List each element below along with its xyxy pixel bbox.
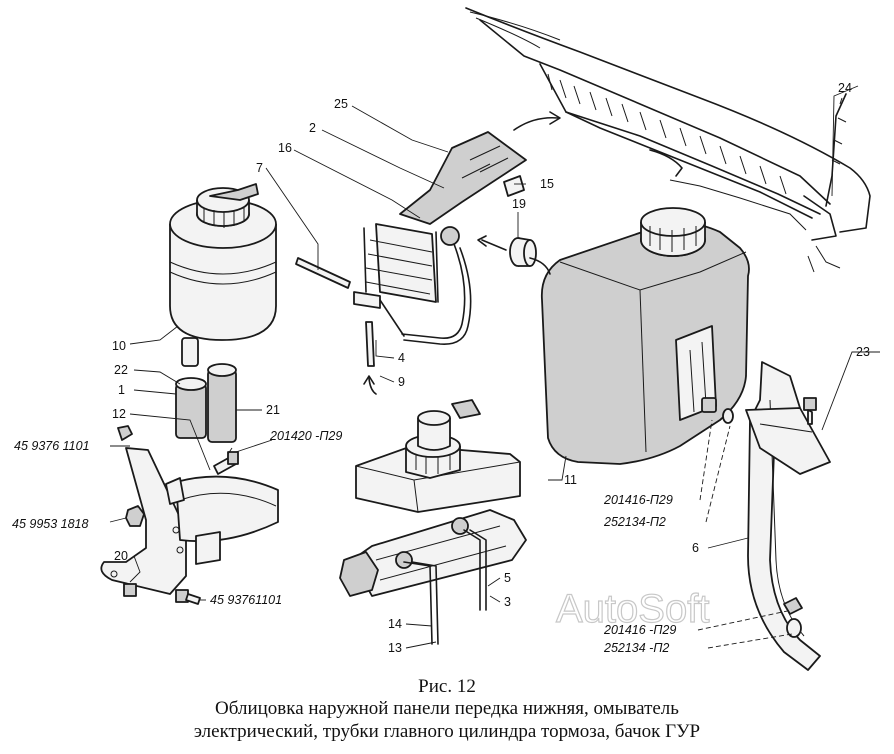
code-45-9953-1818: 45 9953 1818 — [12, 517, 89, 531]
code-252134-p2-lower: 252134 -П2 — [603, 641, 669, 655]
callout-24: 24 — [838, 81, 852, 95]
callout-12: 12 — [112, 407, 126, 421]
callout-11: 11 — [564, 473, 577, 487]
callout-13: 13 — [388, 641, 402, 655]
callout-3: 3 — [504, 595, 511, 609]
callout-21: 21 — [266, 403, 280, 417]
callout-4: 4 — [398, 351, 405, 365]
leader-lines — [109, 85, 880, 649]
part-code-labels: 45 9376 1101 45 9953 1818 45 93761101 20… — [12, 429, 676, 655]
callout-19: 19 — [512, 197, 526, 211]
code-45-9376-1101-top: 45 9376 1101 — [14, 439, 90, 453]
power-steering-reservoir — [169, 183, 277, 367]
callout-7: 7 — [256, 161, 263, 175]
callout-1: 1 — [118, 383, 125, 397]
callout-labels: 25 2 16 7 15 19 24 4 9 10 22 1 21 12 20 … — [112, 81, 870, 655]
code-252134-p2-upper: 252134-П2 — [603, 515, 666, 529]
code-201416-p29-lower: 201416 -П29 — [603, 623, 676, 637]
callout-15: 15 — [540, 177, 554, 191]
callout-16: 16 — [278, 141, 292, 155]
tube-9 — [363, 321, 377, 395]
grille-bellows — [353, 131, 527, 345]
screw-top — [117, 425, 133, 441]
figure-label: Рис. 12 — [418, 676, 476, 697]
autosoft-watermark: AutoSoft — [556, 587, 709, 631]
callout-22: 22 — [114, 363, 128, 377]
code-201420-p29: 201420 -П29 — [269, 429, 342, 443]
bolt-bottom — [175, 589, 201, 605]
arrowhead-icon — [549, 111, 561, 125]
callout-20: 20 — [114, 549, 128, 563]
bolt-middle — [213, 451, 239, 475]
hose-21 — [207, 363, 237, 443]
nut-left — [125, 505, 145, 527]
callout-23: 23 — [856, 345, 870, 359]
brake-master-cylinder — [339, 399, 527, 645]
washer-reservoir — [540, 207, 750, 465]
washer-pump — [477, 235, 551, 275]
callout-10: 10 — [112, 339, 126, 353]
reservoir-bracket — [745, 361, 831, 671]
front-panel-trim — [465, 7, 871, 273]
callout-5: 5 — [504, 571, 511, 585]
reservoir-bracket-clamp — [100, 447, 279, 597]
tube-7 — [295, 257, 351, 289]
hose-22 — [175, 377, 207, 439]
code-201416-p29-upper: 201416-П29 — [603, 493, 673, 507]
callout-6: 6 — [692, 541, 699, 555]
reservoir-bolt — [701, 397, 734, 424]
relocation-arrow-icon — [513, 116, 559, 131]
callout-2: 2 — [309, 121, 316, 135]
callout-14: 14 — [388, 617, 402, 631]
callout-25: 25 — [334, 97, 348, 111]
figure-caption-line-2: электрический, трубки главного цилиндра … — [193, 721, 701, 742]
figure-caption-line-1: Облицовка наружной панели передка нижняя… — [215, 698, 679, 719]
code-45-93761101-bottom: 45 93761101 — [210, 593, 282, 607]
callout-9: 9 — [398, 375, 405, 389]
